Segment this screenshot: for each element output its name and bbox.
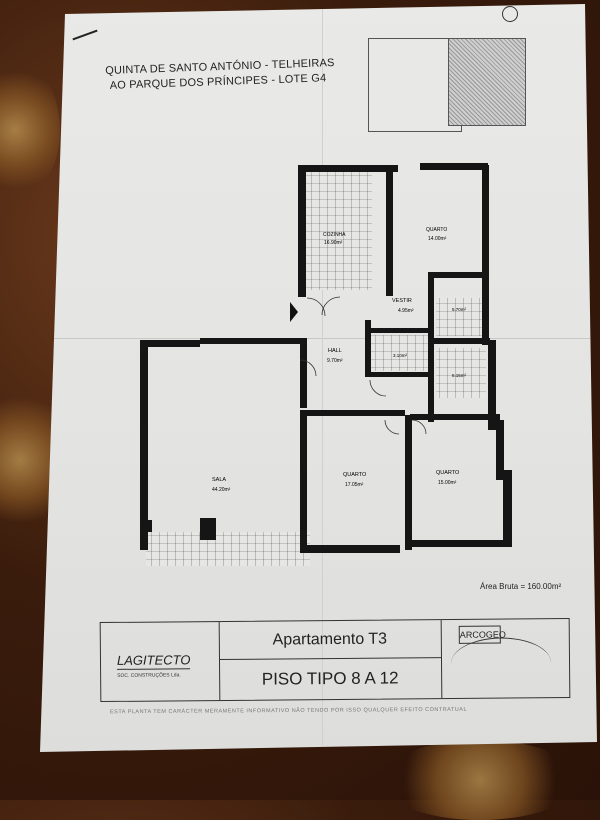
paper-fold xyxy=(322,4,323,752)
floor-plan: COZINHA 16.90m² QUARTO 14.00m² VESTIR 4.… xyxy=(140,163,512,566)
room-label-hall: HALL xyxy=(328,348,342,354)
apartment-type: Apartamento T3 xyxy=(218,620,441,661)
room-area-bathroom: 5.70m² xyxy=(452,307,467,312)
paper-fold xyxy=(40,338,597,339)
agency-logo-arc xyxy=(450,637,552,689)
room-area-quarto: 15.00m² xyxy=(438,480,457,486)
room-label-sala: SALA xyxy=(212,477,226,483)
room-area-bathroom: 3.10m² xyxy=(393,353,408,358)
apartment-cell: Apartamento T3 PISO TIPO 8 A 12 xyxy=(218,620,443,701)
floor-plan-sheet: QUINTA DE SANTO ANTÓNIO - TELHEIRAS AO P… xyxy=(40,4,597,752)
site-plan-hatched-area xyxy=(448,38,526,126)
table-ornament xyxy=(0,60,60,200)
bathroom-floor xyxy=(436,298,486,336)
title-block: LAGITECTO SOC. CONSTRUÇÕES Lda. Apartame… xyxy=(99,617,571,703)
room-label-quarto: QUARTO xyxy=(343,472,367,478)
gross-area: Área Bruta = 160.00m² xyxy=(480,582,562,591)
entrance-arrow-icon xyxy=(290,302,298,322)
room-label-quarto: QUARTO xyxy=(436,470,460,476)
room-label-quarto: QUARTO xyxy=(426,227,447,233)
table-ornament xyxy=(380,740,580,820)
builder-logo: LAGITECTO xyxy=(116,652,191,670)
room-area-quarto: 14.00m² xyxy=(428,236,447,242)
north-arrow-icon xyxy=(502,6,518,22)
builder-subtitle: SOC. CONSTRUÇÕES Lda. xyxy=(117,672,181,679)
room-area-sala: 44.20m² xyxy=(212,487,231,493)
room-area-vestir: 4.95m² xyxy=(398,308,414,314)
room-area-cozinha: 16.90m² xyxy=(324,240,343,246)
room-label-vestir: VESTIR xyxy=(392,298,412,304)
bathroom-floor xyxy=(370,335,428,371)
builder-cell: LAGITECTO SOC. CONSTRUÇÕES Lda. xyxy=(100,622,221,702)
door-swings xyxy=(299,296,427,435)
room-label-cozinha: COZINHA xyxy=(323,232,346,238)
floor-range: PISO TIPO 8 A 12 xyxy=(261,668,399,689)
bathroom-floor xyxy=(436,348,486,398)
room-area-quarto: 17.05m² xyxy=(345,482,364,488)
room-area-bathroom: 5.15m² xyxy=(452,373,467,378)
balcony-floor xyxy=(146,532,310,566)
walls xyxy=(140,163,512,553)
room-area-hall: 9.70m² xyxy=(327,358,343,364)
kitchen-floor xyxy=(306,172,372,290)
